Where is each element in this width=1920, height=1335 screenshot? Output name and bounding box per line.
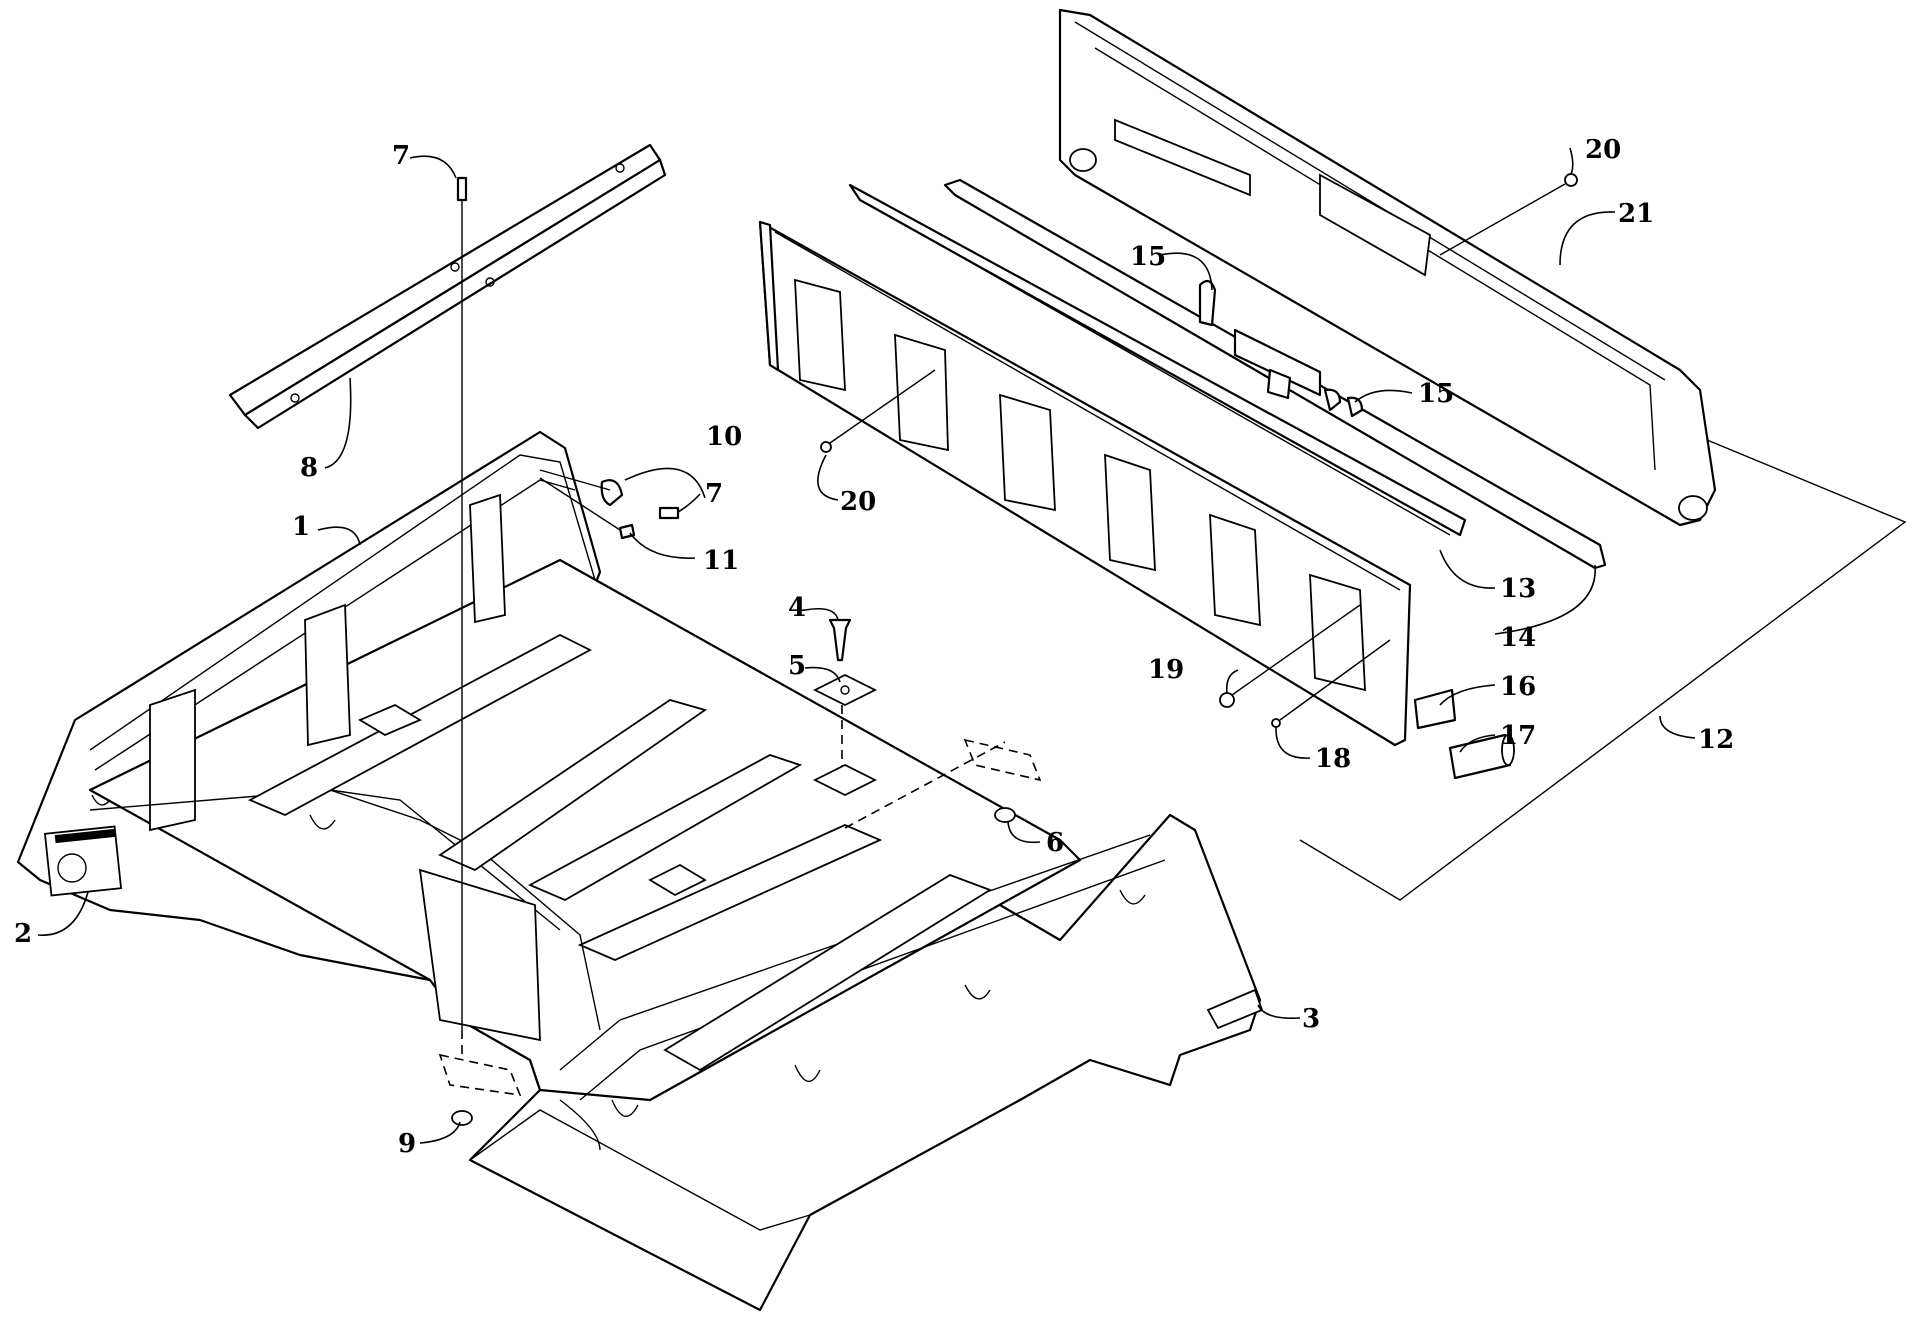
callout-21: 21 [1618,199,1654,229]
screw-20-left [820,369,936,453]
bracket-bottom [438,1053,522,1126]
screw-7-top [456,176,468,1060]
floor-hardware [812,618,1042,829]
screw-20-top [1439,173,1578,256]
cargo-box [16,430,1264,1312]
callout-7-right: 7 [705,479,723,509]
tailgate-inner-panel [758,220,1412,747]
callout-9: 9 [398,1129,416,1159]
hinge-pins [1219,604,1515,780]
callout-7-top: 7 [392,141,410,171]
callout-5: 5 [788,651,806,681]
tailgate-outer [1058,8,1717,527]
callout-2: 2 [14,919,32,949]
callout-1: 1 [292,512,310,542]
callout-19: 19 [1148,655,1184,685]
callout-8: 8 [300,453,318,483]
leader-lines [37,147,1696,1144]
callout-10: 10 [706,422,742,452]
latch-rod-rail [848,183,1467,537]
callout-4: 4 [788,593,806,623]
callout-17: 17 [1500,721,1536,751]
callout-3: 3 [1302,1004,1320,1034]
callout-14: 14 [1500,623,1536,653]
callout-labels: 1 2 3 4 5 6 7 7 8 9 10 11 12 13 14 15 15… [14,135,1734,1159]
callout-12: 12 [1698,725,1734,755]
callout-15-top: 15 [1130,242,1166,272]
callout-20-top: 20 [1585,135,1621,165]
tailgate-assembly-outline [1299,434,1907,901]
callout-15-right: 15 [1418,379,1454,409]
callout-11: 11 [703,546,739,576]
callout-16: 16 [1500,672,1536,702]
callout-18: 18 [1315,744,1351,774]
callout-6: 6 [1046,828,1064,858]
callout-13: 13 [1500,574,1536,604]
side-rail [228,143,667,430]
callout-20-left: 20 [840,487,876,517]
